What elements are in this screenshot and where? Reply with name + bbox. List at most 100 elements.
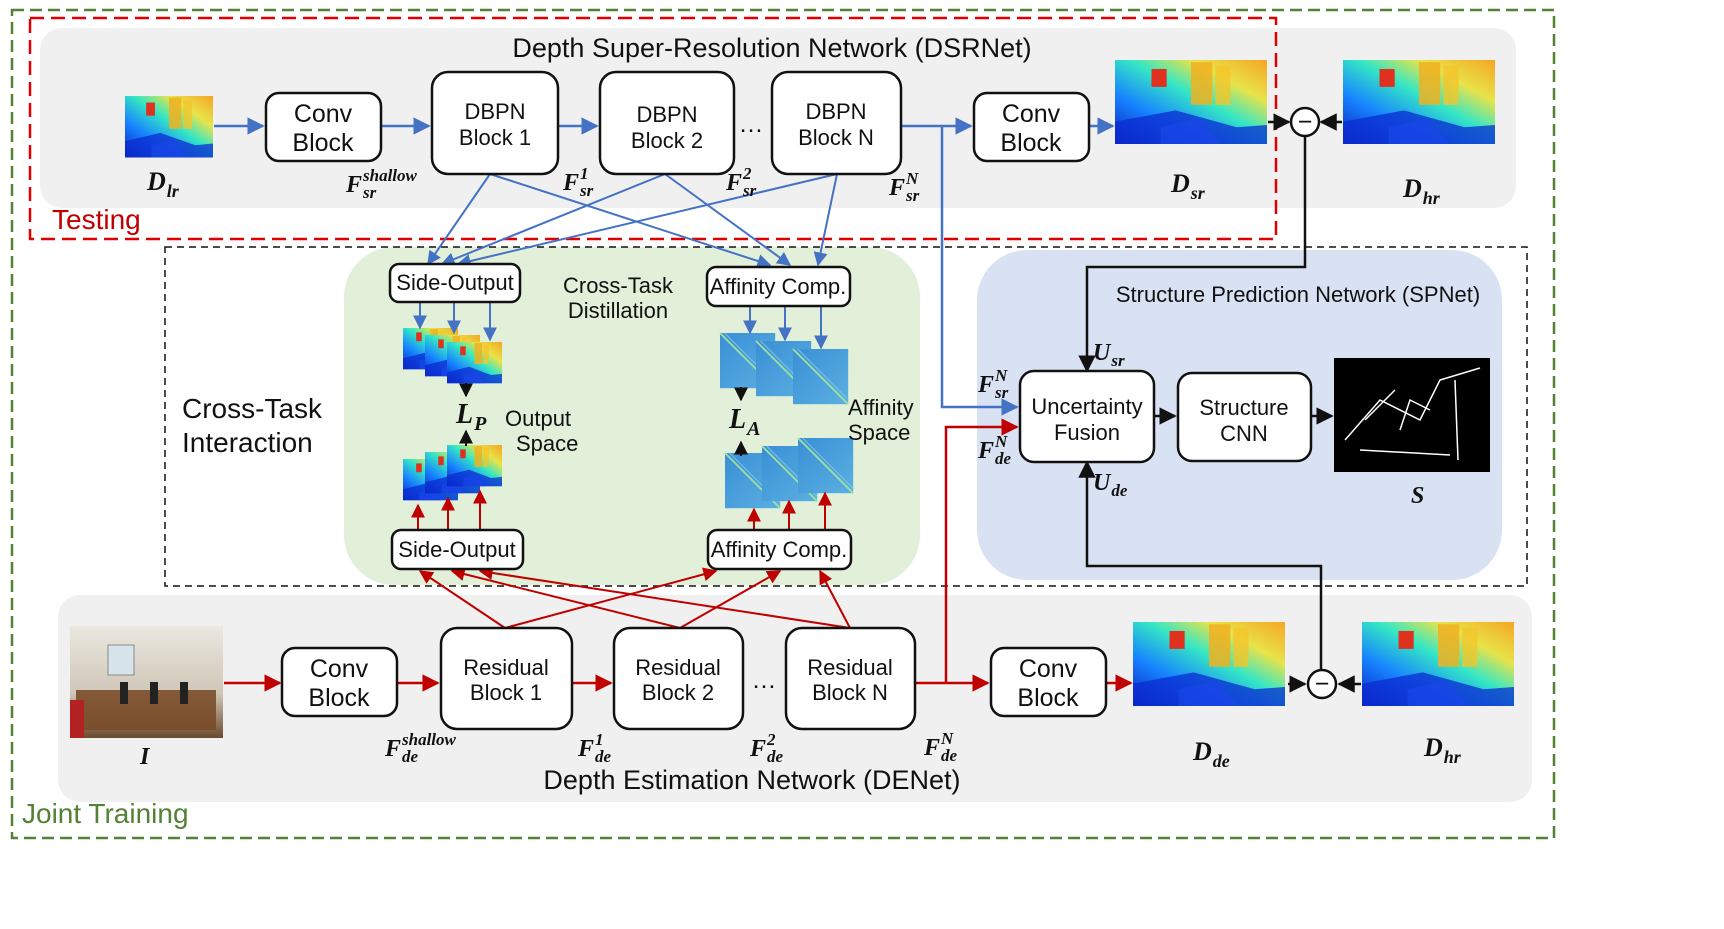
subtract-operator-top: − xyxy=(1289,106,1321,138)
residual-block-n-line1: Residual xyxy=(807,655,893,680)
dbpn-block-2-line1: DBPN xyxy=(636,102,697,127)
dbpn-block-1-line1: DBPN xyxy=(464,99,525,124)
side-output-top: Side-Output xyxy=(388,262,522,304)
math-base: D xyxy=(146,167,166,196)
label-input-image: I xyxy=(139,744,151,770)
uncertainty-fusion-line2: Fusion xyxy=(1054,420,1120,445)
math-base: D xyxy=(1192,737,1212,766)
math-subscript: sr xyxy=(362,183,377,202)
dbpn-block-1-line2: Block 1 xyxy=(459,125,531,150)
math-subscript: sr xyxy=(1190,183,1206,203)
math-subscript: de xyxy=(1111,481,1128,500)
arrow-resN-to-side xyxy=(478,566,851,629)
residual-block-2-line1: Residual xyxy=(635,655,721,680)
sr-conv-block-2-line1: Conv xyxy=(1002,100,1061,128)
math-superscript: 2 xyxy=(742,164,752,183)
arrow-fsrN-to-fusion xyxy=(940,126,1019,416)
arrow-res2-to-side xyxy=(450,567,681,629)
side-output-bottom: Side-Output xyxy=(390,528,525,571)
math-base: F xyxy=(977,372,994,398)
structure-cnn-box: Structure CNN xyxy=(1176,371,1313,463)
math-base: F xyxy=(577,736,594,762)
de-conv-block-1-line2: Block xyxy=(308,684,370,712)
label-loss-a: LA xyxy=(728,404,760,440)
spnet-title: Structure Prediction Network (SPNet) xyxy=(1116,282,1480,307)
cross-task-interaction-title-line1: Cross-Task xyxy=(182,393,323,424)
arrow-dbpn2-to-side xyxy=(440,173,666,266)
side-output-bottom-label: Side-Output xyxy=(398,537,515,562)
dbpn-block-2: DBPN Block 2 xyxy=(598,70,736,176)
arrow-dbpn1-to-aff xyxy=(489,173,772,268)
math-superscript: N xyxy=(940,729,954,748)
residual-block-2: Residual Block 2 xyxy=(612,626,745,731)
math-subscript: lr xyxy=(167,181,180,201)
math-superscript: 1 xyxy=(580,164,589,183)
math-base: D xyxy=(1402,174,1422,203)
label-u-sr: Usr xyxy=(1093,340,1125,370)
dsrnet-title: Depth Super-Resolution Network (DSRNet) xyxy=(512,33,1031,63)
residual-block-1-line1: Residual xyxy=(463,655,549,680)
connectors xyxy=(214,113,1361,693)
affinity-space-line1: Affinity xyxy=(848,395,914,420)
label-d-hr-bottom: Dhr xyxy=(1423,733,1462,767)
affinity-comp-top: Affinity Comp. xyxy=(705,265,852,308)
math-base: F xyxy=(923,735,940,761)
sr-conv-block-2: Conv Block xyxy=(972,91,1091,163)
label-structure-map: S xyxy=(1411,483,1424,509)
dsr-ellipsis: … xyxy=(739,110,764,138)
depth-hr-image-bottom xyxy=(1362,622,1514,706)
depth-lr-image xyxy=(125,96,213,158)
depth-de-image xyxy=(1133,622,1285,706)
affinity-comp-bottom-label: Affinity Comp. xyxy=(711,537,848,562)
math-superscript: shallow xyxy=(401,730,457,749)
label-u-de: Ude xyxy=(1093,470,1128,500)
de-conv-block-2: Conv Block xyxy=(989,646,1108,718)
arrow-dbpn2-to-aff xyxy=(664,173,792,266)
affinity-space-line2: Space xyxy=(848,420,910,445)
math-subscript: sr xyxy=(1110,351,1125,370)
math-base: F xyxy=(725,170,742,196)
label-d-lr: Dlr xyxy=(146,167,180,201)
math-subscript: sr xyxy=(905,186,920,205)
structure-cnn-line2: CNN xyxy=(1220,421,1268,446)
math-superscript: N xyxy=(994,366,1008,385)
math-base: D xyxy=(1170,169,1190,198)
math-subscript: sr xyxy=(742,181,757,200)
arrow-res1-to-side xyxy=(418,570,506,629)
sr-conv-block-1-line2: Block xyxy=(292,129,354,157)
residual-block-1: Residual Block 1 xyxy=(439,626,574,731)
minus-symbol: − xyxy=(1315,670,1330,698)
math-base: F xyxy=(345,172,362,198)
affinity-comp-top-label: Affinity Comp. xyxy=(710,274,847,299)
de-conv-block-1: Conv Block xyxy=(280,646,399,718)
math-subscript: de xyxy=(941,746,958,765)
uncertainty-fusion-line1: Uncertainty xyxy=(1031,394,1142,419)
math-subscript: A xyxy=(745,418,760,440)
distillation-title-line1: Cross-Task xyxy=(563,273,674,298)
math-superscript: N xyxy=(994,432,1008,451)
math-base: S xyxy=(1411,483,1424,509)
math-subscript: de xyxy=(995,449,1012,468)
depth-hr-image-top xyxy=(1343,60,1495,144)
sr-conv-block-1: Conv Block xyxy=(264,91,383,163)
uncertainty-fusion-box: Uncertainty Fusion xyxy=(1018,369,1156,464)
math-base: L xyxy=(728,404,746,435)
de-conv-block-1-line1: Conv xyxy=(310,655,369,683)
minus-symbol: − xyxy=(1298,108,1313,136)
distillation-title-line2: Distillation xyxy=(568,298,668,323)
math-subscript: de xyxy=(402,747,419,766)
math-base: U xyxy=(1093,470,1112,496)
dbpn-block-n: DBPN Block N xyxy=(770,70,903,176)
math-base: U xyxy=(1093,340,1112,366)
math-superscript: 2 xyxy=(766,730,776,749)
math-subscript: de xyxy=(1213,751,1230,771)
